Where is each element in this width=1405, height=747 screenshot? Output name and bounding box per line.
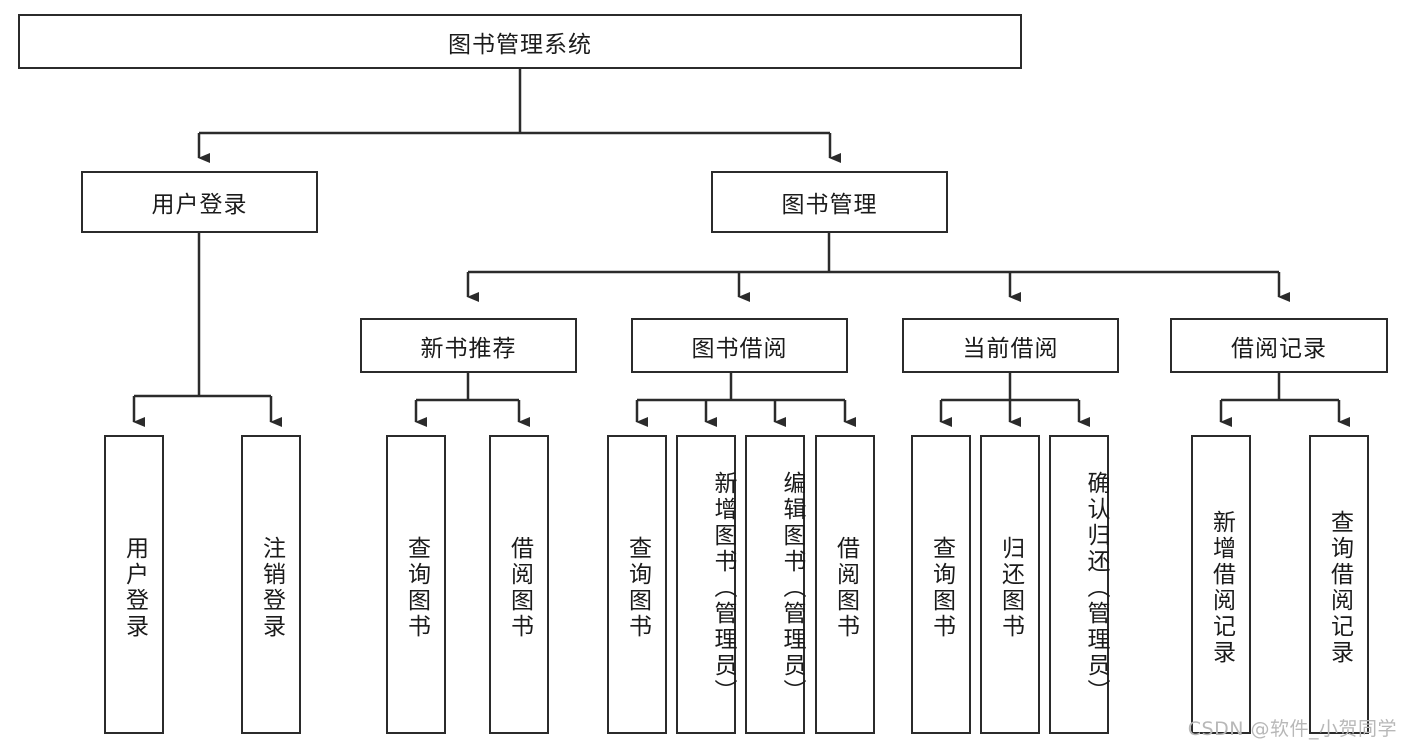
node-root-book-management-system[interactable]: 图书管理系统 — [18, 14, 1022, 69]
node-leaf-query-book-current[interactable]: 查询图书 — [911, 435, 971, 734]
node-label: 查询图书 — [624, 535, 651, 640]
node-label: 新增借阅记录 — [1208, 509, 1235, 666]
node-label: 用户登录 — [121, 535, 148, 640]
node-label: 用户登录 — [151, 192, 248, 218]
node-label: 确认归还（管理员） — [1083, 470, 1109, 705]
node-leaf-return-book[interactable]: 归还图书 — [980, 435, 1040, 734]
node-label: 借阅图书 — [506, 535, 533, 640]
node-leaf-query-borrow-record[interactable]: 查询借阅记录 — [1309, 435, 1369, 734]
node-label: 借阅图书 — [832, 535, 859, 640]
node-leaf-user-login[interactable]: 用户登录 — [104, 435, 164, 734]
node-leaf-confirm-return-admin[interactable]: 确认归还（管理员） — [1049, 435, 1109, 734]
node-leaf-edit-book-admin[interactable]: 编辑图书（管理员） — [745, 435, 805, 734]
node-label: 编辑图书（管理员） — [779, 470, 805, 705]
node-leaf-add-book-admin[interactable]: 新增图书（管理员） — [676, 435, 736, 734]
node-label: 查询图书 — [403, 535, 430, 640]
csdn-watermark: CSDN @软件_小贺同学 — [1187, 718, 1397, 740]
node-book-management[interactable]: 图书管理 — [711, 171, 948, 233]
node-user-login[interactable]: 用户登录 — [81, 171, 318, 233]
node-leaf-logout[interactable]: 注销登录 — [241, 435, 301, 734]
node-label: 新书推荐 — [420, 335, 517, 362]
node-leaf-query-book-recommend[interactable]: 查询图书 — [386, 435, 446, 734]
node-leaf-query-book-borrow[interactable]: 查询图书 — [607, 435, 667, 734]
node-label: 图书管理系统 — [448, 31, 592, 58]
node-label: 图书管理 — [781, 192, 878, 218]
node-leaf-add-borrow-record[interactable]: 新增借阅记录 — [1191, 435, 1251, 734]
node-label: 查询借阅记录 — [1326, 509, 1353, 666]
node-label: 图书借阅 — [691, 335, 788, 362]
node-label: 查询图书 — [928, 535, 955, 640]
node-label: 归还图书 — [997, 535, 1024, 640]
node-book-borrow[interactable]: 图书借阅 — [631, 318, 848, 373]
node-label: 借阅记录 — [1231, 335, 1327, 362]
node-current-borrow[interactable]: 当前借阅 — [902, 318, 1119, 373]
node-label: 当前借阅 — [962, 335, 1059, 362]
node-borrow-record[interactable]: 借阅记录 — [1170, 318, 1388, 373]
node-leaf-borrow-book[interactable]: 借阅图书 — [815, 435, 875, 734]
node-leaf-borrow-book-recommend[interactable]: 借阅图书 — [489, 435, 549, 734]
node-label: 新增图书（管理员） — [710, 470, 736, 705]
node-new-book-recommend[interactable]: 新书推荐 — [360, 318, 577, 373]
node-label: 注销登录 — [258, 535, 285, 640]
